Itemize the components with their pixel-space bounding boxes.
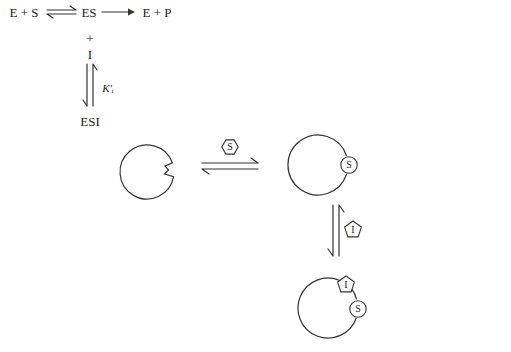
reaction-label: ES — [81, 6, 96, 19]
substrate-shape: S — [340, 156, 358, 174]
inhibitor-shape: I — [344, 220, 362, 238]
reaction-label: ESI — [80, 115, 100, 128]
reaction-label: E + S — [9, 6, 38, 19]
outline — [341, 157, 357, 173]
enzyme-shape — [352, 289, 357, 299]
equilibrium-arrow — [202, 169, 258, 174]
node-letter: S — [346, 160, 352, 170]
outline — [222, 140, 238, 154]
enzyme-shape — [120, 145, 174, 199]
inhibitor-shape: I — [337, 275, 355, 293]
arrow-head — [128, 9, 135, 16]
reaction-label: + — [86, 32, 93, 45]
node-letter: S — [355, 304, 361, 314]
equilibrium-arrow — [47, 14, 76, 18]
equilibrium-arrow — [83, 64, 87, 106]
substrate-shape: S — [221, 138, 239, 156]
equilibrium-arrow — [202, 158, 258, 163]
node-letter: I — [351, 225, 354, 235]
equilibrium-arrow — [328, 205, 333, 256]
reaction-label: K′ᵢ — [102, 83, 113, 94]
outline — [338, 276, 355, 292]
node-letter: I — [344, 280, 347, 290]
substrate-shape: S — [349, 300, 367, 318]
enzyme-shape — [288, 135, 347, 195]
outline — [345, 221, 362, 237]
reaction-label: E + P — [142, 6, 171, 19]
equilibrium-arrow — [339, 205, 344, 256]
equilibrium-arrow — [93, 64, 97, 106]
enzyme-shape — [298, 278, 356, 338]
node-letter: S — [227, 142, 233, 152]
reaction-label: I — [88, 48, 92, 61]
equilibrium-arrow — [47, 6, 76, 10]
outline — [350, 301, 366, 317]
reaction-arrow — [102, 11, 130, 12]
